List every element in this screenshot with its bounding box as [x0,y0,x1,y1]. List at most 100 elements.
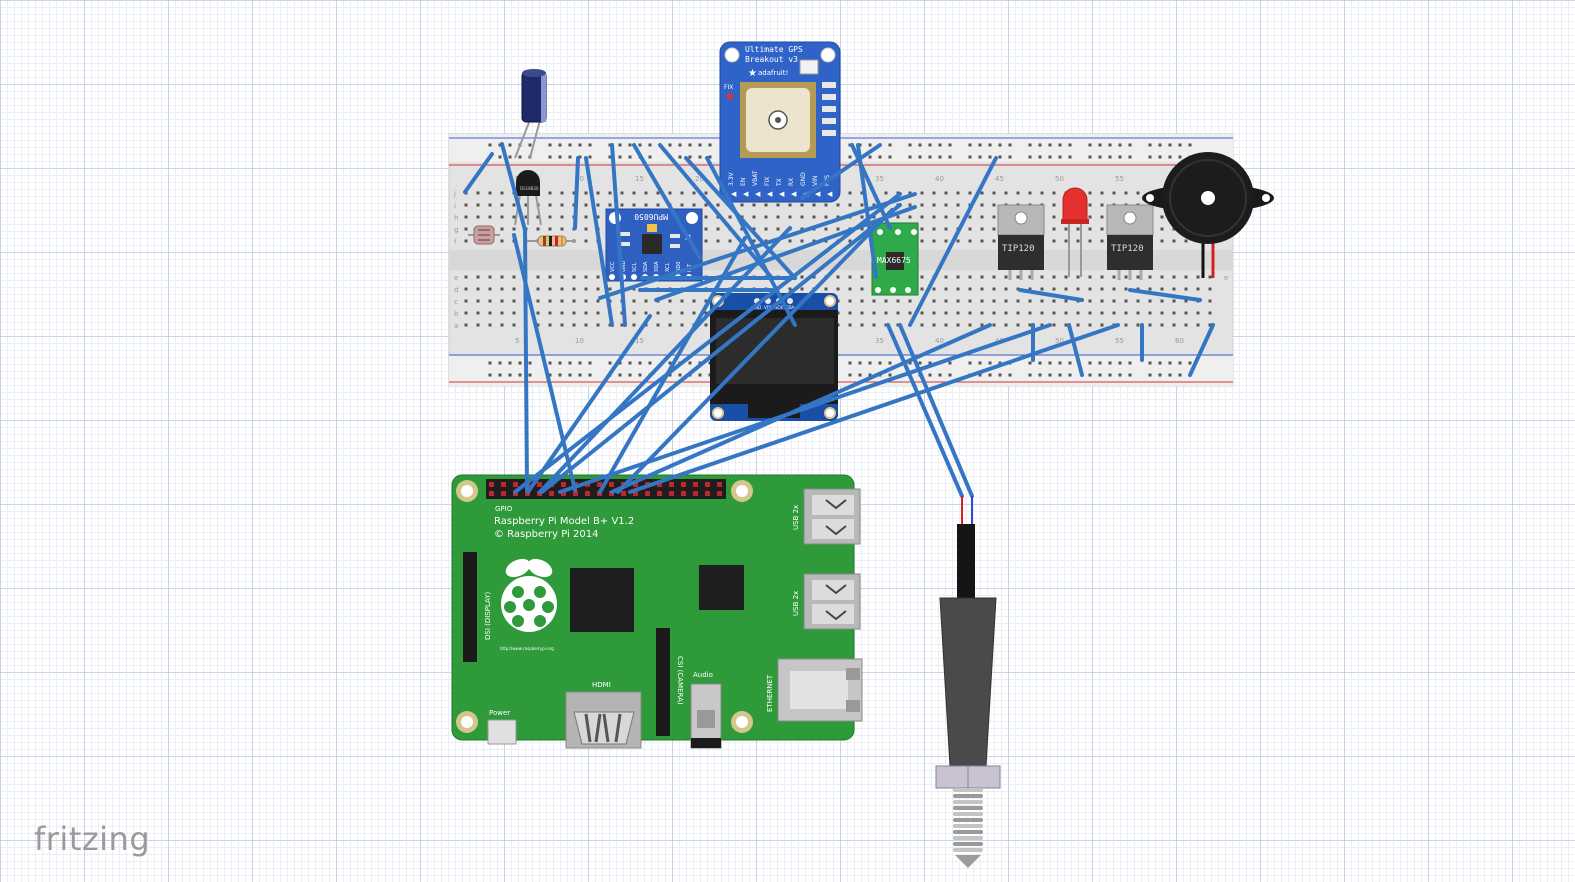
svg-text:60: 60 [1175,337,1184,345]
resistor[interactable] [528,235,575,247]
svg-text:55: 55 [1115,337,1124,345]
svg-text:50: 50 [1055,175,1064,183]
svg-text:i: i [454,202,456,210]
svg-text:a: a [454,322,458,330]
dsi-label: DSI (DISPLAY) [484,591,492,640]
gps-title-line1: Ultimate GPS [745,45,803,54]
csi-connector [656,628,670,736]
mounting-hole [456,480,753,733]
svg-text:40: 40 [935,175,944,183]
tip120-label-1: TIP120 [1002,244,1035,254]
svg-text:3.3V: 3.3V [728,171,735,186]
svg-text:b: b [454,310,459,318]
svg-text:GND: GND [800,172,807,186]
svg-text:35: 35 [875,175,884,183]
tip120-label-2: TIP120 [1111,244,1144,254]
svg-text:SCK: SCK [775,305,783,310]
svg-text:40: 40 [935,337,944,345]
ethernet-label: ETHERNET [766,674,774,712]
svg-text:10: 10 [575,337,584,345]
svg-text:◀: ◀ [731,190,737,198]
mpu-chip [642,234,662,254]
svg-text:EN: EN [740,178,747,186]
svg-text:GND: GND [621,260,627,272]
pi-url-label: http://www.raspberrypi.org [500,646,554,651]
svg-text:20: 20 [695,175,704,183]
svg-text:10: 10 [575,175,584,183]
thermocouple-probe[interactable] [935,496,1001,868]
gps-fix-label: FIX [724,84,733,91]
max6675-module[interactable]: MAX6675 [871,222,919,296]
red-led[interactable] [1061,187,1089,277]
usb-controller-chip [699,565,744,610]
piezo-buzzer[interactable] [1142,152,1274,278]
power-port[interactable] [487,719,517,745]
svg-text:15: 15 [635,337,644,345]
svg-text:SDA: SDA [643,261,649,272]
svg-text:e: e [454,274,458,282]
hdmi-label: HDMI [592,681,611,689]
svg-text:FIX: FIX [764,177,771,186]
power-label: Power [489,709,510,717]
mpu-label: MPU6050 [634,212,668,221]
audio-jack[interactable] [690,683,722,749]
raspberry-logo-icon [501,558,557,632]
soc-chip [570,568,634,632]
svg-text:g: g [454,226,458,234]
csi-label: CSI (CAMERA) [676,656,684,705]
svg-text:AD0: AD0 [676,262,682,272]
pi-model-label: Raspberry Pi Model B+ V1.2 [494,516,634,527]
svg-text:SCL: SCL [632,262,638,272]
star-icon: ★ [748,68,757,79]
wires[interactable] [463,142,1215,498]
gps-breakout-module[interactable]: Ultimate GPS Breakout v3 adafruit! ★ FIX… [719,41,841,203]
gps-antenna-connector [799,59,819,75]
svg-text:SDA: SDA [786,305,795,310]
svg-text:15: 15 [635,175,644,183]
max6675-label: MAX6675 [877,256,911,265]
svg-text:45: 45 [995,175,1004,183]
svg-text:f: f [454,238,457,246]
svg-text:◀: ◀ [791,190,797,198]
svg-text:TX: TX [776,178,783,187]
electrolytic-capacitor[interactable] [514,69,547,159]
usb-label-2: USB 2x [792,591,800,616]
ds18b20-label: DS18B20 [520,186,539,191]
usb-port-1[interactable] [803,488,861,545]
svg-text:h: h [454,214,458,222]
transistor-tip120-2[interactable]: TIP120 [1106,204,1154,280]
hdmi-port[interactable] [565,691,642,749]
photoresistor[interactable] [468,225,500,245]
dsi-connector [463,552,477,662]
pi-copyright-label: © Raspberry Pi 2014 [494,529,598,540]
svg-text:35: 35 [875,337,884,345]
ds18b20-temperature-sensor[interactable]: DS18B20 [514,170,542,226]
gpio-label: GPIO [495,505,513,513]
usb-label-1: USB 2x [792,505,800,530]
svg-text:VCC: VCC [610,261,616,272]
svg-text:RX: RX [788,178,795,186]
svg-text:◀: ◀ [779,190,785,198]
transistor-tip120-1[interactable]: TIP120 [997,204,1045,280]
svg-text:VBAT: VBAT [752,170,759,186]
svg-text:d: d [454,286,458,294]
gps-title-line2: Breakout v3 [745,55,798,64]
svg-text:VDD: VDD [764,305,773,310]
svg-text:c: c [454,298,458,306]
ethernet-port[interactable] [777,658,863,722]
svg-text:XCL: XCL [665,262,671,272]
svg-text:◀: ◀ [815,190,821,198]
audio-label: Audio [693,671,713,679]
svg-text:55: 55 [1115,175,1124,183]
fix-led [727,94,733,99]
svg-text:j: j [453,190,456,198]
svg-text:◀: ◀ [743,190,749,198]
svg-text:e: e [1224,274,1228,282]
raspberry-pi-board[interactable]: GPIO Raspberry Pi Model B+ V1.2 © Raspbe… [451,474,863,749]
usb-port-2[interactable] [803,573,861,630]
svg-text:◀: ◀ [767,190,773,198]
svg-text:50: 50 [1055,337,1064,345]
gps-brand-label: adafruit! [758,69,788,77]
